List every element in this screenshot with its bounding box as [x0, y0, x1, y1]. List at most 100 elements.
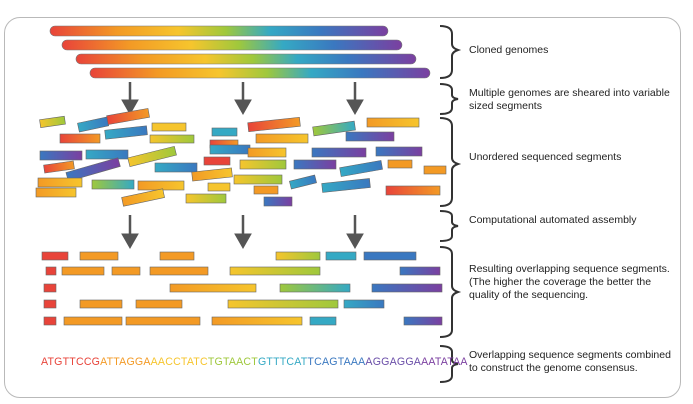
sequence-base: C [286, 356, 295, 368]
segment [325, 251, 357, 261]
segment [137, 180, 185, 191]
segment [41, 251, 69, 261]
sequence-base: T [113, 356, 120, 368]
overlapping-segments [41, 251, 443, 326]
bracket [439, 83, 459, 115]
sequence-base: T [447, 356, 454, 368]
sequence-base: A [413, 356, 422, 368]
segment [121, 188, 165, 207]
segment [65, 157, 121, 182]
sequence-base: T [251, 356, 258, 368]
label-assembly: Computational automated assembly [469, 214, 637, 226]
segment [387, 159, 413, 169]
sequence-base: A [440, 356, 448, 368]
segment [211, 127, 238, 137]
segment [279, 283, 351, 293]
segment [77, 116, 110, 133]
segment [79, 299, 123, 309]
segment [37, 177, 83, 188]
segment [207, 182, 231, 192]
segment [45, 266, 57, 276]
sequence-base: C [75, 356, 84, 368]
sequence-base: A [460, 356, 468, 368]
label-consensus: Overlapping sequence segments combined t… [469, 349, 671, 374]
sequence-base: G [134, 356, 144, 368]
segment [106, 108, 150, 125]
bracket [439, 210, 459, 242]
bracket [439, 345, 459, 383]
unordered-segments [35, 108, 447, 207]
segment [111, 266, 141, 276]
segment [247, 147, 287, 158]
sequence-base: T [222, 356, 229, 368]
segment [104, 125, 148, 140]
sequence-base: T [180, 356, 187, 368]
sequence-base: A [350, 356, 359, 368]
segment [43, 316, 57, 326]
down-arrow-icon [121, 215, 139, 250]
segment [43, 299, 57, 309]
bracket [439, 25, 462, 79]
sequence-base: A [321, 356, 330, 368]
segment [233, 174, 283, 185]
sequence-base: C [173, 356, 181, 368]
segment [43, 160, 75, 174]
sequence-base: A [119, 356, 127, 368]
sequence-base: T [300, 356, 308, 368]
segment [59, 133, 101, 144]
sequence-base: C [314, 356, 322, 368]
segment [127, 145, 177, 168]
genome-bar [49, 25, 389, 37]
segment [159, 251, 195, 261]
down-arrow-icon [234, 82, 252, 116]
sequence-base: A [294, 356, 301, 368]
sequence-base: G [257, 356, 267, 368]
down-arrow-icon [121, 82, 139, 116]
sequence-base: A [236, 356, 244, 368]
label-sheared: Multiple genomes are sheared into variab… [469, 87, 670, 112]
segment [125, 316, 201, 326]
down-arrow-icon [346, 215, 364, 250]
consensus-sequence: ATGTTCCGATTAGGAAACCTATCTGTAACTGTTTCATTCA… [41, 356, 468, 368]
segment [371, 283, 443, 293]
sequence-base: G [91, 356, 101, 368]
sequence-base: G [405, 356, 414, 368]
sequence-base: T [337, 356, 344, 368]
segment [149, 134, 195, 144]
segment [39, 115, 66, 128]
segment [91, 179, 135, 190]
segment [263, 196, 293, 207]
segment [211, 316, 303, 326]
segment [61, 266, 105, 276]
segment [43, 283, 57, 293]
sequence-base: G [381, 356, 390, 368]
segment [403, 316, 443, 326]
segment [375, 146, 423, 157]
segment [63, 316, 123, 326]
segment [385, 185, 441, 196]
sequence-base: A [389, 356, 397, 368]
segment [363, 251, 417, 261]
segment [321, 178, 371, 193]
segment [229, 266, 321, 276]
segment [293, 159, 337, 170]
sequence-base: A [41, 356, 48, 368]
segment [154, 162, 198, 173]
sequence-base: G [126, 356, 135, 368]
sequence-base: A [157, 356, 166, 368]
sequence-base: A [143, 356, 151, 368]
segment [343, 299, 385, 309]
sequence-base: T [307, 356, 315, 368]
segment [85, 149, 129, 160]
bracket [439, 246, 462, 338]
sequence-base: A [186, 356, 194, 368]
sequence-base: A [228, 356, 237, 368]
segment [255, 133, 309, 144]
segment [311, 147, 367, 158]
segment [227, 299, 339, 309]
sequence-base: A [365, 356, 373, 368]
sequence-base: G [54, 356, 63, 368]
segment [275, 251, 321, 261]
sequence-base: T [62, 356, 70, 368]
